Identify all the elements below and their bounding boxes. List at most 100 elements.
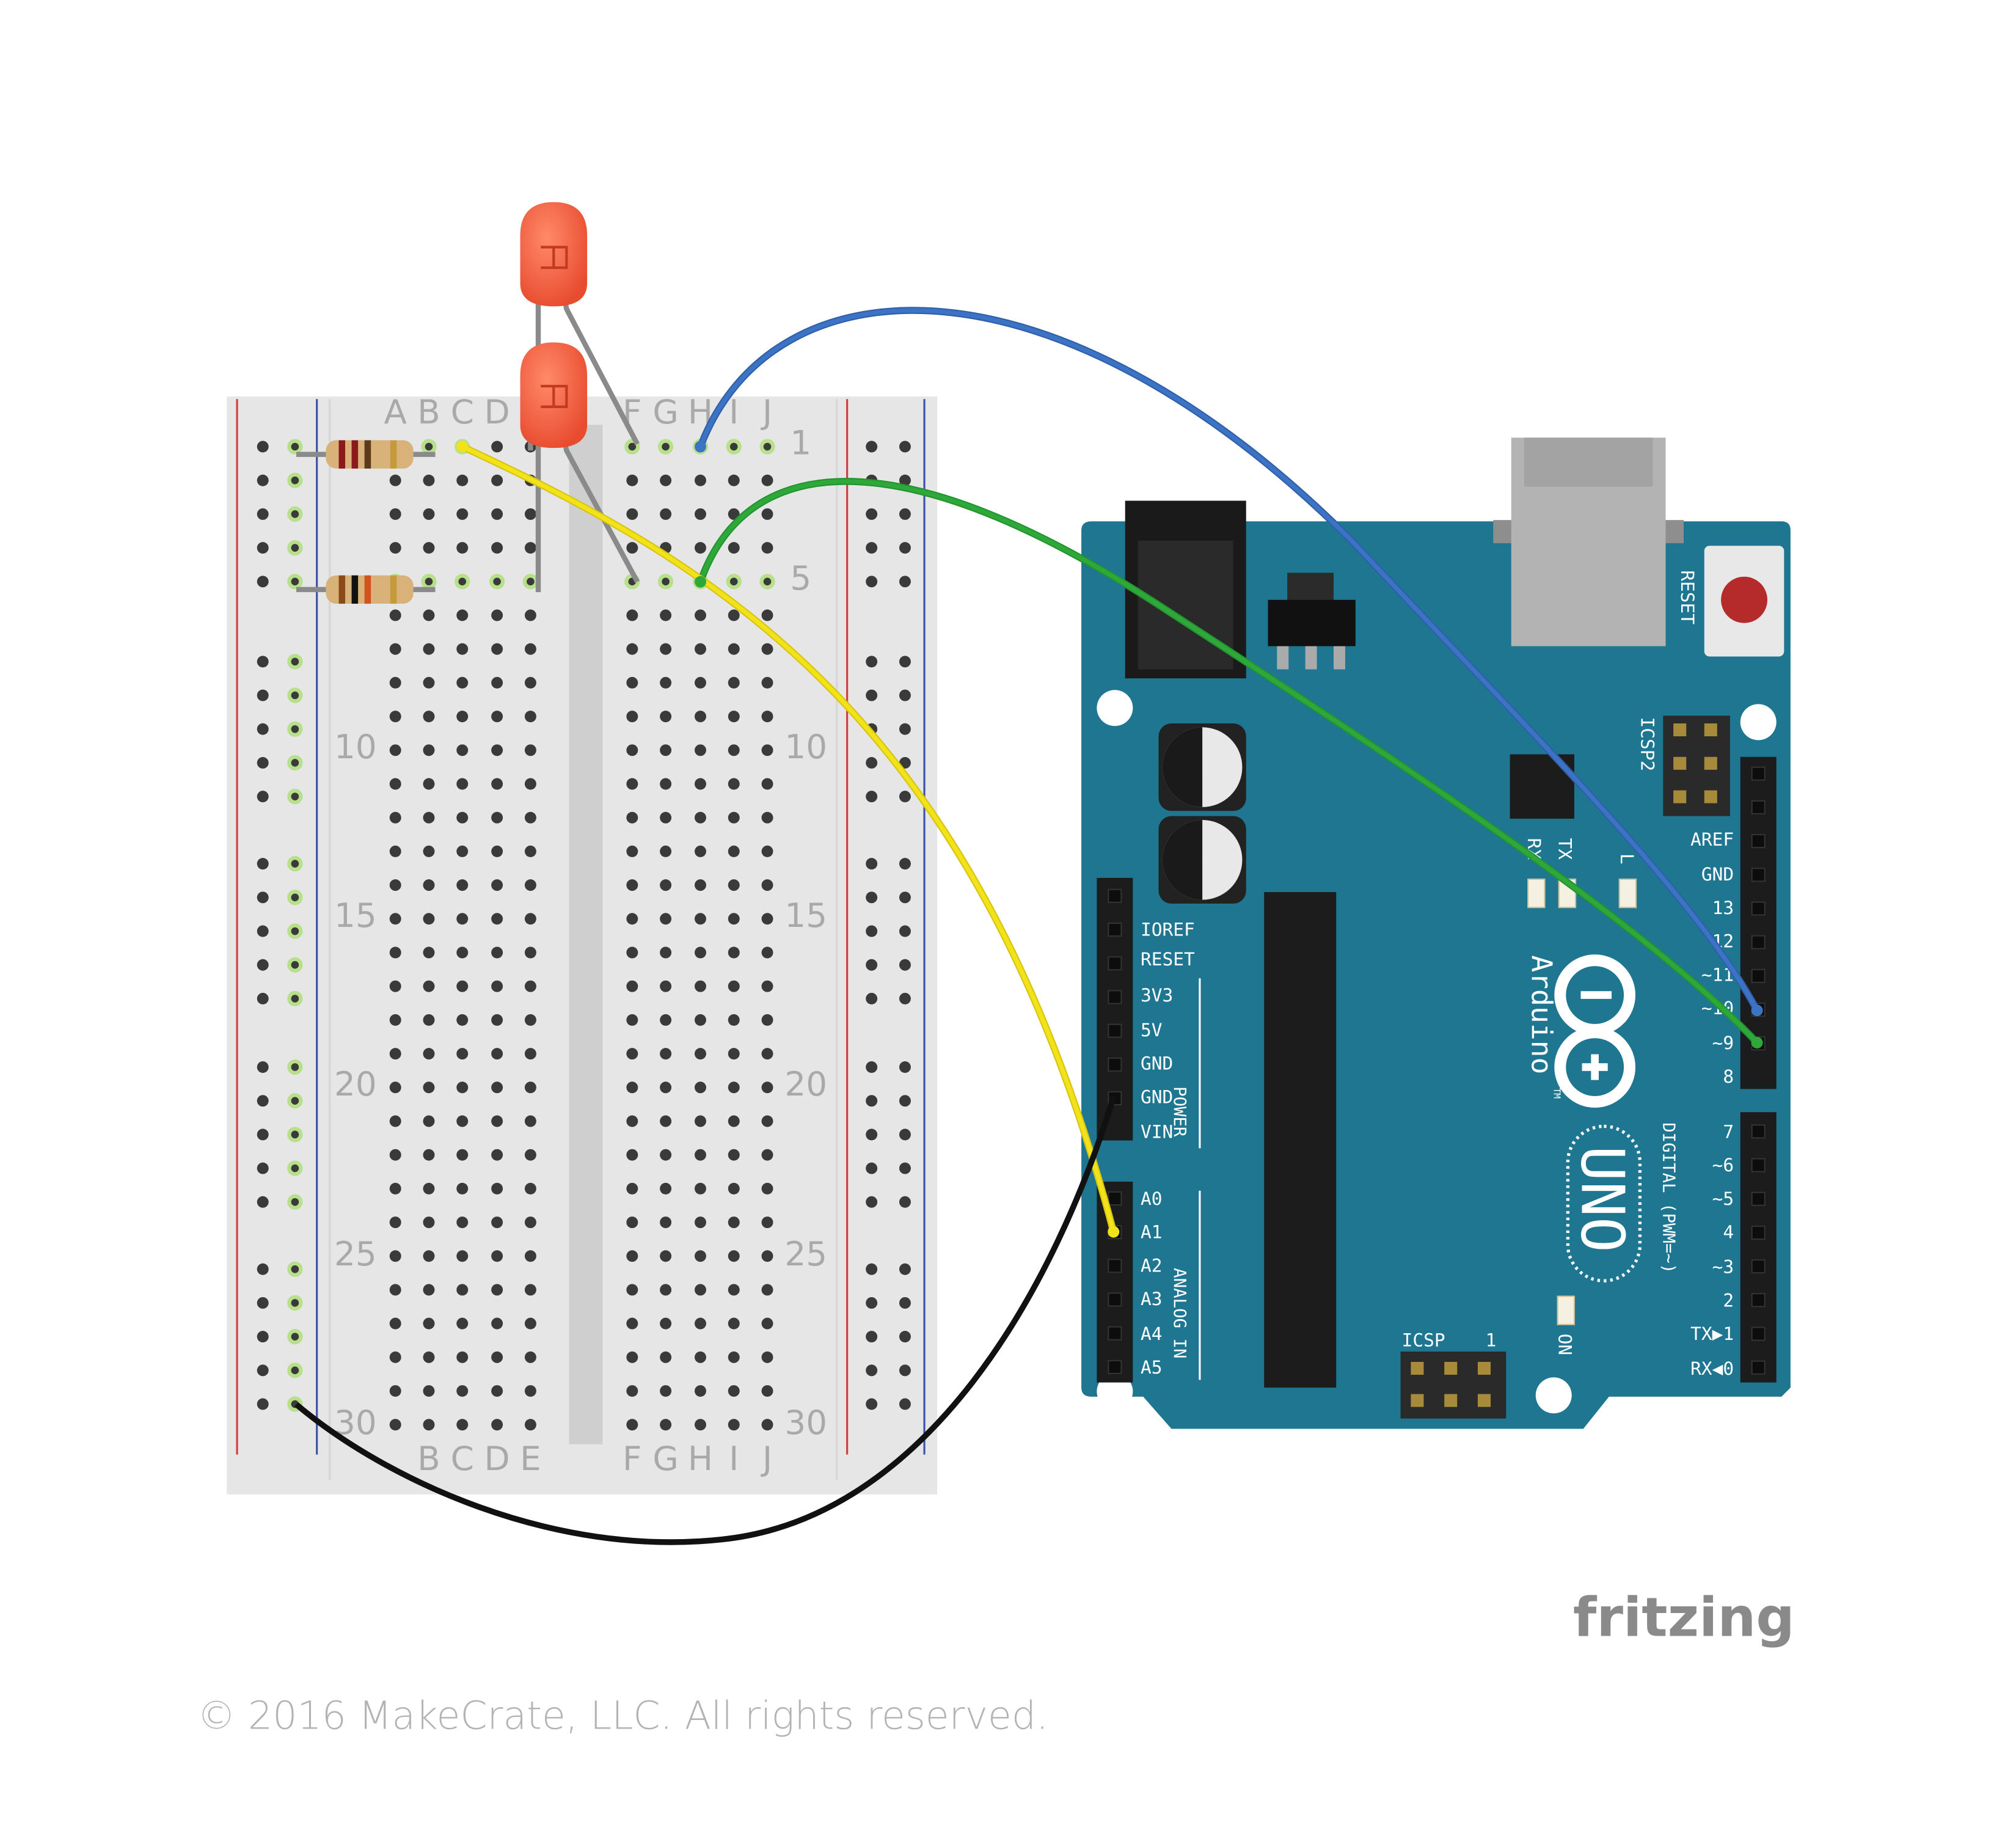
breadboard-hole bbox=[456, 1048, 469, 1060]
digital-header-pin[interactable] bbox=[1751, 1326, 1766, 1341]
digital-header-pin[interactable] bbox=[1751, 766, 1766, 781]
breadboard-hole bbox=[695, 946, 706, 959]
rail-hole bbox=[287, 1194, 303, 1210]
analog-header-pin[interactable] bbox=[1108, 1259, 1122, 1273]
analog-pin-labels: A0 A1 A2 A3 A4 A5 bbox=[1141, 1188, 1163, 1378]
rail-hole bbox=[287, 1295, 303, 1311]
breadboard-hole bbox=[626, 1419, 638, 1431]
rail-hole bbox=[257, 656, 269, 668]
power-header-pin[interactable] bbox=[1108, 956, 1122, 971]
wire-black[interactable] bbox=[294, 1096, 1117, 1545]
rail-hole bbox=[899, 1263, 911, 1275]
digital-header-pin[interactable] bbox=[1751, 1360, 1766, 1375]
pin-label-aref: AREF bbox=[1690, 829, 1734, 850]
rail-hole bbox=[257, 542, 269, 554]
row-number-1: 1 bbox=[790, 423, 811, 463]
breadboard-hole bbox=[389, 1317, 401, 1330]
digital-header-pin[interactable] bbox=[1751, 833, 1766, 849]
pin-label-5v: 5V bbox=[1141, 1020, 1163, 1041]
breadboard-hole bbox=[728, 1419, 740, 1431]
breadboard-hole bbox=[389, 980, 401, 992]
breadboard-hole bbox=[660, 1149, 672, 1161]
rail-hole bbox=[866, 1162, 878, 1174]
breadboard-hole bbox=[524, 744, 536, 756]
breadboard-hole bbox=[695, 980, 706, 992]
breadboard-hole bbox=[626, 676, 638, 689]
breadboard-hole bbox=[423, 1419, 435, 1431]
resistor-2 bbox=[296, 575, 436, 604]
digital-header-pin[interactable] bbox=[1751, 800, 1766, 814]
power-header-pin[interactable] bbox=[1108, 922, 1122, 937]
breadboard-hole bbox=[761, 1149, 773, 1161]
breadboard-hole bbox=[626, 811, 638, 824]
rail-hole bbox=[257, 1129, 269, 1141]
breadboard-hole bbox=[626, 711, 638, 723]
breadboard-hole bbox=[456, 845, 469, 857]
breadboard-hole bbox=[695, 1081, 706, 1094]
icsp-pin1-label: 1 bbox=[1486, 1330, 1497, 1351]
breadboard-hole bbox=[423, 711, 435, 723]
bottom-column-label-d: D bbox=[484, 1439, 510, 1478]
breadboard-hole bbox=[761, 879, 773, 891]
breadboard-hole bbox=[761, 542, 773, 554]
pin-label-7: 7 bbox=[1723, 1121, 1734, 1142]
breadboard-hole bbox=[423, 1014, 435, 1026]
breadboard-hole bbox=[660, 980, 672, 992]
analog-header-pin[interactable] bbox=[1108, 1191, 1122, 1206]
breadboard-hole bbox=[660, 845, 672, 857]
breadboard-hole bbox=[759, 439, 775, 455]
analog-header-pin[interactable] bbox=[1108, 1292, 1122, 1307]
digital-header-pin[interactable] bbox=[1751, 1225, 1766, 1240]
breadboard-hole bbox=[524, 879, 536, 891]
rail-hole bbox=[899, 723, 911, 735]
digital-header-pin[interactable] bbox=[1751, 901, 1766, 916]
breadboard-hole bbox=[728, 845, 740, 857]
breadboard-hole bbox=[423, 1250, 435, 1262]
breadboard-hole bbox=[491, 542, 503, 554]
analog-header-pin[interactable] bbox=[1108, 1326, 1122, 1341]
breadboard-hole bbox=[660, 1284, 672, 1296]
digital-group-label: DIGITAL (PWM=~) bbox=[1659, 1122, 1678, 1273]
rail-hole bbox=[287, 540, 303, 556]
digital-header-pin[interactable] bbox=[1751, 935, 1766, 949]
digital-header-pin[interactable] bbox=[1751, 1124, 1766, 1139]
breadboard-hole bbox=[660, 1081, 672, 1094]
breadboard-hole bbox=[728, 778, 740, 790]
rail-hole bbox=[866, 1129, 878, 1141]
rail-hole bbox=[257, 756, 269, 769]
uno-logo: UNO bbox=[1568, 1146, 1637, 1253]
rail-hole bbox=[287, 855, 303, 872]
pin-label-13: 13 bbox=[1712, 898, 1734, 918]
breadboard-hole bbox=[626, 1284, 638, 1296]
rail-hole bbox=[257, 858, 269, 870]
power-header-pin[interactable] bbox=[1108, 888, 1122, 903]
breadboard-hole bbox=[695, 609, 706, 621]
breadboard-hole bbox=[456, 1419, 469, 1431]
rail-hole bbox=[866, 891, 878, 904]
breadboard-hole bbox=[660, 1217, 672, 1229]
breadboard-hole bbox=[660, 778, 672, 790]
breadboard-hole bbox=[626, 879, 638, 891]
digital-header-pin[interactable] bbox=[1751, 868, 1766, 882]
breadboard-hole bbox=[491, 778, 503, 790]
breadboard-hole bbox=[491, 441, 503, 453]
power-header-pin[interactable] bbox=[1108, 1057, 1122, 1072]
rail-hole bbox=[257, 891, 269, 904]
on-label: ON bbox=[1555, 1334, 1576, 1356]
arduino-uno-board: RESET ICSP2 ICSP 1 bbox=[1081, 437, 1791, 1429]
reset-button[interactable] bbox=[1721, 576, 1767, 623]
digital-header-pin[interactable] bbox=[1751, 968, 1766, 983]
power-header-pin[interactable] bbox=[1108, 1023, 1122, 1038]
breadboard-hole bbox=[389, 676, 401, 689]
breadboard-hole bbox=[695, 1182, 706, 1195]
breadboard-hole bbox=[423, 1385, 435, 1397]
digital-header-pin[interactable] bbox=[1751, 1191, 1766, 1206]
regulator-leg-3 bbox=[1334, 646, 1345, 670]
digital-header-pin[interactable] bbox=[1751, 1158, 1766, 1173]
digital-header-pin[interactable] bbox=[1751, 1293, 1766, 1308]
rx-led bbox=[1527, 878, 1546, 909]
power-header-pin[interactable] bbox=[1108, 990, 1122, 1004]
digital-header-pin[interactable] bbox=[1751, 1259, 1766, 1274]
breadboard-hole bbox=[626, 508, 638, 520]
analog-header-pin[interactable] bbox=[1108, 1359, 1122, 1374]
